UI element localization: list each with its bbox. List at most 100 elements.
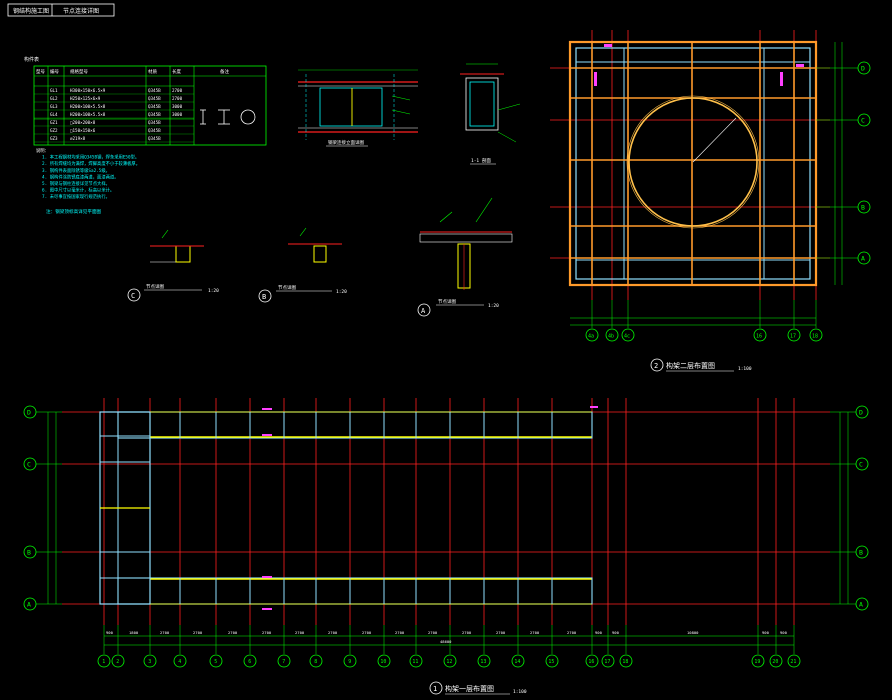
dimension-label: 900 [106,630,114,635]
axis-label: 1 [102,659,105,665]
axis-label: C [859,461,863,469]
table-cell: Q345B [148,128,161,133]
axis-bubble [277,654,291,668]
table-cell: Q345B [148,96,161,101]
detail-a-mark: A [421,307,426,315]
axis-label: 7 [282,659,285,665]
axis-bubble [619,654,633,668]
table-cell: 3000 [172,112,183,117]
axis-bubble [143,654,157,668]
table-cell: H200×100×5.5×8 [70,104,106,109]
dimension-label: 2700 [193,630,203,635]
axis-bubble [409,654,423,668]
axis-label: B [27,549,31,557]
table-cell: GL3 [50,104,58,109]
table-header: 编号 [50,68,59,75]
section-1-1-detail: 1-1 剖面 [460,63,521,165]
dimension-label: 10800 [687,630,699,635]
lower-plan-markers [262,406,598,610]
dimension-label: 900 [780,630,788,635]
table-cell: GL1 [50,88,58,93]
axis-label: 10 [380,659,386,665]
note-line: 5. 钢梁与钢柱连接详见节点大样。 [42,180,110,187]
table-cell: GZ1 [50,120,58,125]
table-header: 材质 [148,68,157,75]
table-cell: H200×100×5.5×8 [70,112,106,117]
axis-label: A [859,601,863,609]
table-cell: ∅219×8 [70,136,86,141]
axis-label: 14 [514,659,520,665]
axis-bubble [857,113,871,127]
detail-c-mark: C [131,292,135,300]
note-reference: 注：钢梁顶标高详见平面图 [46,208,102,215]
detail-b: B 节点详图 1:20 [258,227,347,303]
note-line: 1. 本工程钢材均采用Q345B钢，焊条采用E50型。 [42,154,139,161]
upper-plan-number: 2 [654,362,658,370]
axis-label: 6 [248,659,251,665]
lower-plan-title: 构架一层布置图 [445,684,494,693]
table-cell: GL2 [50,96,58,101]
dimension-label: 2700 [462,630,472,635]
axis-label: 13 [480,659,486,665]
table-cell: □150×150×6 [70,128,96,133]
table-title: 构件表 [24,56,39,63]
axis-label: 20 [772,659,778,665]
note-line: 3. 钢构件表面除锈等级Sa2.5级。 [42,167,110,174]
detail-c: C 节点详图 1:20 [127,229,219,302]
axis-label: 8 [314,659,317,665]
note-line: 说明： [36,147,49,154]
axis-bubble [243,654,257,668]
axis-label: 19 [754,659,760,665]
axis-bubble [751,654,765,668]
axis-bubble [787,654,801,668]
dimension-label: 2700 [295,630,305,635]
table-cell: Q345B [148,136,161,141]
axis-label: 16 [588,659,594,665]
dimension-label: 900 [762,630,770,635]
axis-label: C [861,117,865,125]
dimension-label: 2700 [496,630,506,635]
title-block-left: 钢结构施工图 [13,7,49,15]
axis-label: 15 [548,659,554,665]
table-cell: 2700 [172,96,183,101]
note-line: 4. 钢构件涂防锈底漆两道，面漆两道。 [42,173,119,180]
table-cell: GZ2 [50,128,58,133]
axis-bubble [585,328,599,342]
axis-bubble [601,654,615,668]
axis-label: B [859,549,863,557]
table-cell: Q345B [148,88,161,93]
axis-bubble [111,654,125,668]
axis-bubble [97,654,111,668]
lower-plan-scale: 1:100 [513,689,527,695]
table-header: 型号 [36,68,45,75]
detail-c-title: 节点详图 [146,283,164,290]
axis-label: D [27,409,31,417]
section-title: 1-1 剖面 [471,157,491,164]
detail-c-scale: 1:20 [208,288,219,294]
axis-label: 17 [604,659,610,665]
axis-bubble [857,251,871,265]
axis-bubble [309,654,323,668]
axis-label: D [859,409,863,417]
axis-label: A [27,601,31,609]
axis-bubble [787,328,801,342]
axis-label: 9 [348,659,351,665]
upper-plan-markers [594,44,804,86]
total-dimension-label: 48600 [440,639,452,644]
detail-a-title: 节点详图 [438,298,456,305]
axis-bubble [377,654,391,668]
dimension-label: 2700 [160,630,170,635]
general-notes: 说明：1. 本工程钢材均采用Q345B钢，焊条采用E50型。2. 所有焊缝均为满… [36,147,140,200]
axis-bubble [511,654,525,668]
axis-label: 11 [412,659,418,665]
i-section-icon [218,109,230,125]
detail-b-title: 节点详图 [278,284,296,291]
table-header: 规格型号 [70,68,88,75]
dimension-label: 2700 [228,630,238,635]
dimension-label: 900 [595,630,603,635]
lower-plan-number: 1 [433,685,437,693]
